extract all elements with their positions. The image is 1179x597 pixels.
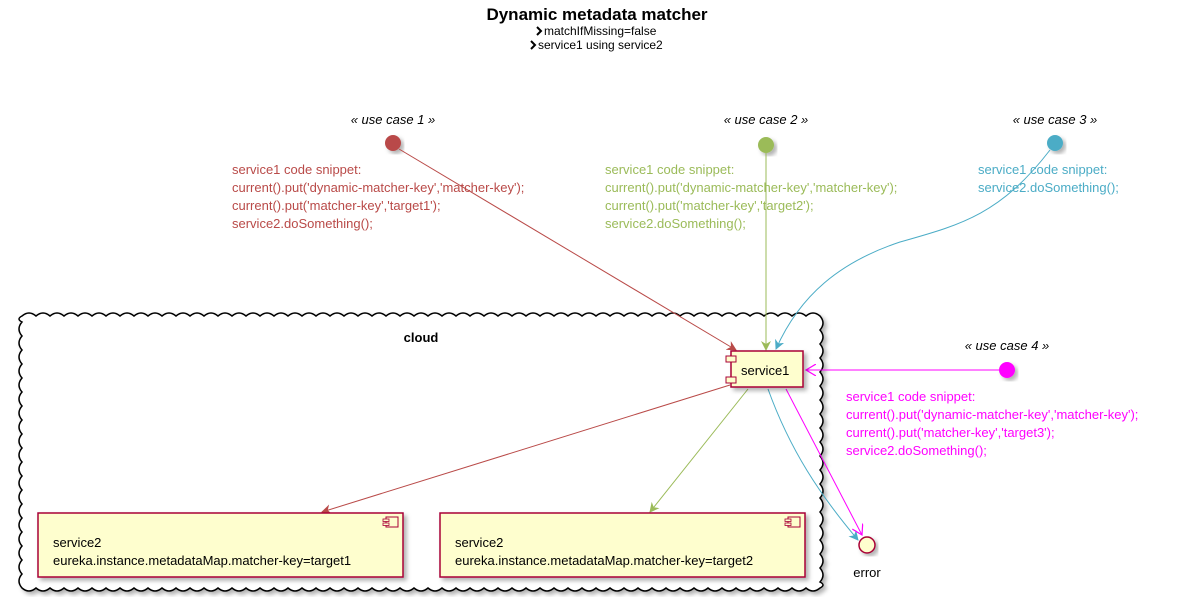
service1-to-target1-arrow — [321, 384, 731, 515]
snippet-line: service2.doSomething(); — [605, 216, 746, 231]
use-case-1-dot — [385, 135, 401, 151]
subtitle-line-2: service1 using service2 — [530, 38, 663, 52]
cloud-label: cloud — [404, 330, 439, 345]
snippet-line: current().put('dynamic-matcher-key','mat… — [605, 180, 897, 195]
use-case-3-dot — [1047, 135, 1063, 151]
service2-target1-component: service2 eureka.instance.metadataMap.mat… — [37, 512, 404, 578]
subtitle-text-2: service1 using service2 — [538, 38, 663, 52]
use-case-4-snippet: service1 code snippet: current().put('dy… — [846, 389, 1138, 458]
error-interface: error — [853, 536, 881, 580]
target1-name: service2 — [53, 535, 101, 550]
snippet-line: current().put('matcher-key','target3'); — [846, 425, 1055, 440]
service1-to-error-arrow — [767, 388, 859, 541]
snippet-line: service1 code snippet: — [232, 162, 361, 177]
use-case-2-dot — [758, 137, 774, 153]
use-case-3-snippet: service1 code snippet: service2.doSometh… — [978, 162, 1119, 195]
subtitle-text-1: matchIfMissing=false — [544, 24, 657, 38]
snippet-line: service1 code snippet: — [978, 162, 1107, 177]
target2-box — [439, 512, 806, 578]
service1-to-target2-arrow — [649, 388, 749, 513]
snippet-line: current().put('matcher-key','target1'); — [232, 198, 441, 213]
use-case-4-dot — [999, 362, 1015, 378]
component-icon — [784, 516, 801, 528]
error-circle — [858, 536, 876, 554]
target2-detail: eureka.instance.metadataMap.matcher-key=… — [455, 553, 753, 568]
component-icon — [725, 355, 737, 363]
component-icon — [725, 376, 737, 384]
snippet-line: service2.doSomething(); — [846, 443, 987, 458]
snippet-line: service2.doSomething(); — [232, 216, 373, 231]
use-case-3-arrow — [775, 149, 1051, 350]
snippet-line: current().put('dynamic-matcher-key','mat… — [232, 180, 524, 195]
target2-name: service2 — [455, 535, 503, 550]
target1-box — [37, 512, 404, 578]
service1-component: service1 — [725, 350, 804, 388]
service1-box — [730, 350, 804, 388]
use-case-1-arrow — [398, 148, 737, 351]
snippet-line: service1 code snippet: — [846, 389, 975, 404]
snippet-line: service1 code snippet: — [605, 162, 734, 177]
snippet-line: current().put('dynamic-matcher-key','mat… — [846, 407, 1138, 422]
service1-to-error-arrow-4 — [785, 388, 862, 535]
diagram-title: Dynamic metadata matcher — [486, 5, 707, 24]
use-case-1-snippet: service1 code snippet: current().put('dy… — [232, 162, 524, 231]
use-case-2-stereotype: « use case 2 » — [724, 112, 809, 127]
use-case-4-stereotype: « use case 4 » — [965, 338, 1050, 353]
use-case-3-stereotype: « use case 3 » — [1013, 112, 1098, 127]
use-case-1-stereotype: « use case 1 » — [351, 112, 436, 127]
use-case-2-snippet: service1 code snippet: current().put('dy… — [605, 162, 897, 231]
error-label: error — [853, 565, 881, 580]
snippet-line: service2.doSomething(); — [978, 180, 1119, 195]
target1-detail: eureka.instance.metadataMap.matcher-key=… — [53, 553, 351, 568]
snippet-line: current().put('matcher-key','target2'); — [605, 198, 814, 213]
service2-target2-component: service2 eureka.instance.metadataMap.mat… — [439, 512, 806, 578]
subtitle-line-1: matchIfMissing=false — [536, 24, 657, 38]
service1-label: service1 — [741, 363, 789, 378]
component-icon — [382, 516, 399, 528]
